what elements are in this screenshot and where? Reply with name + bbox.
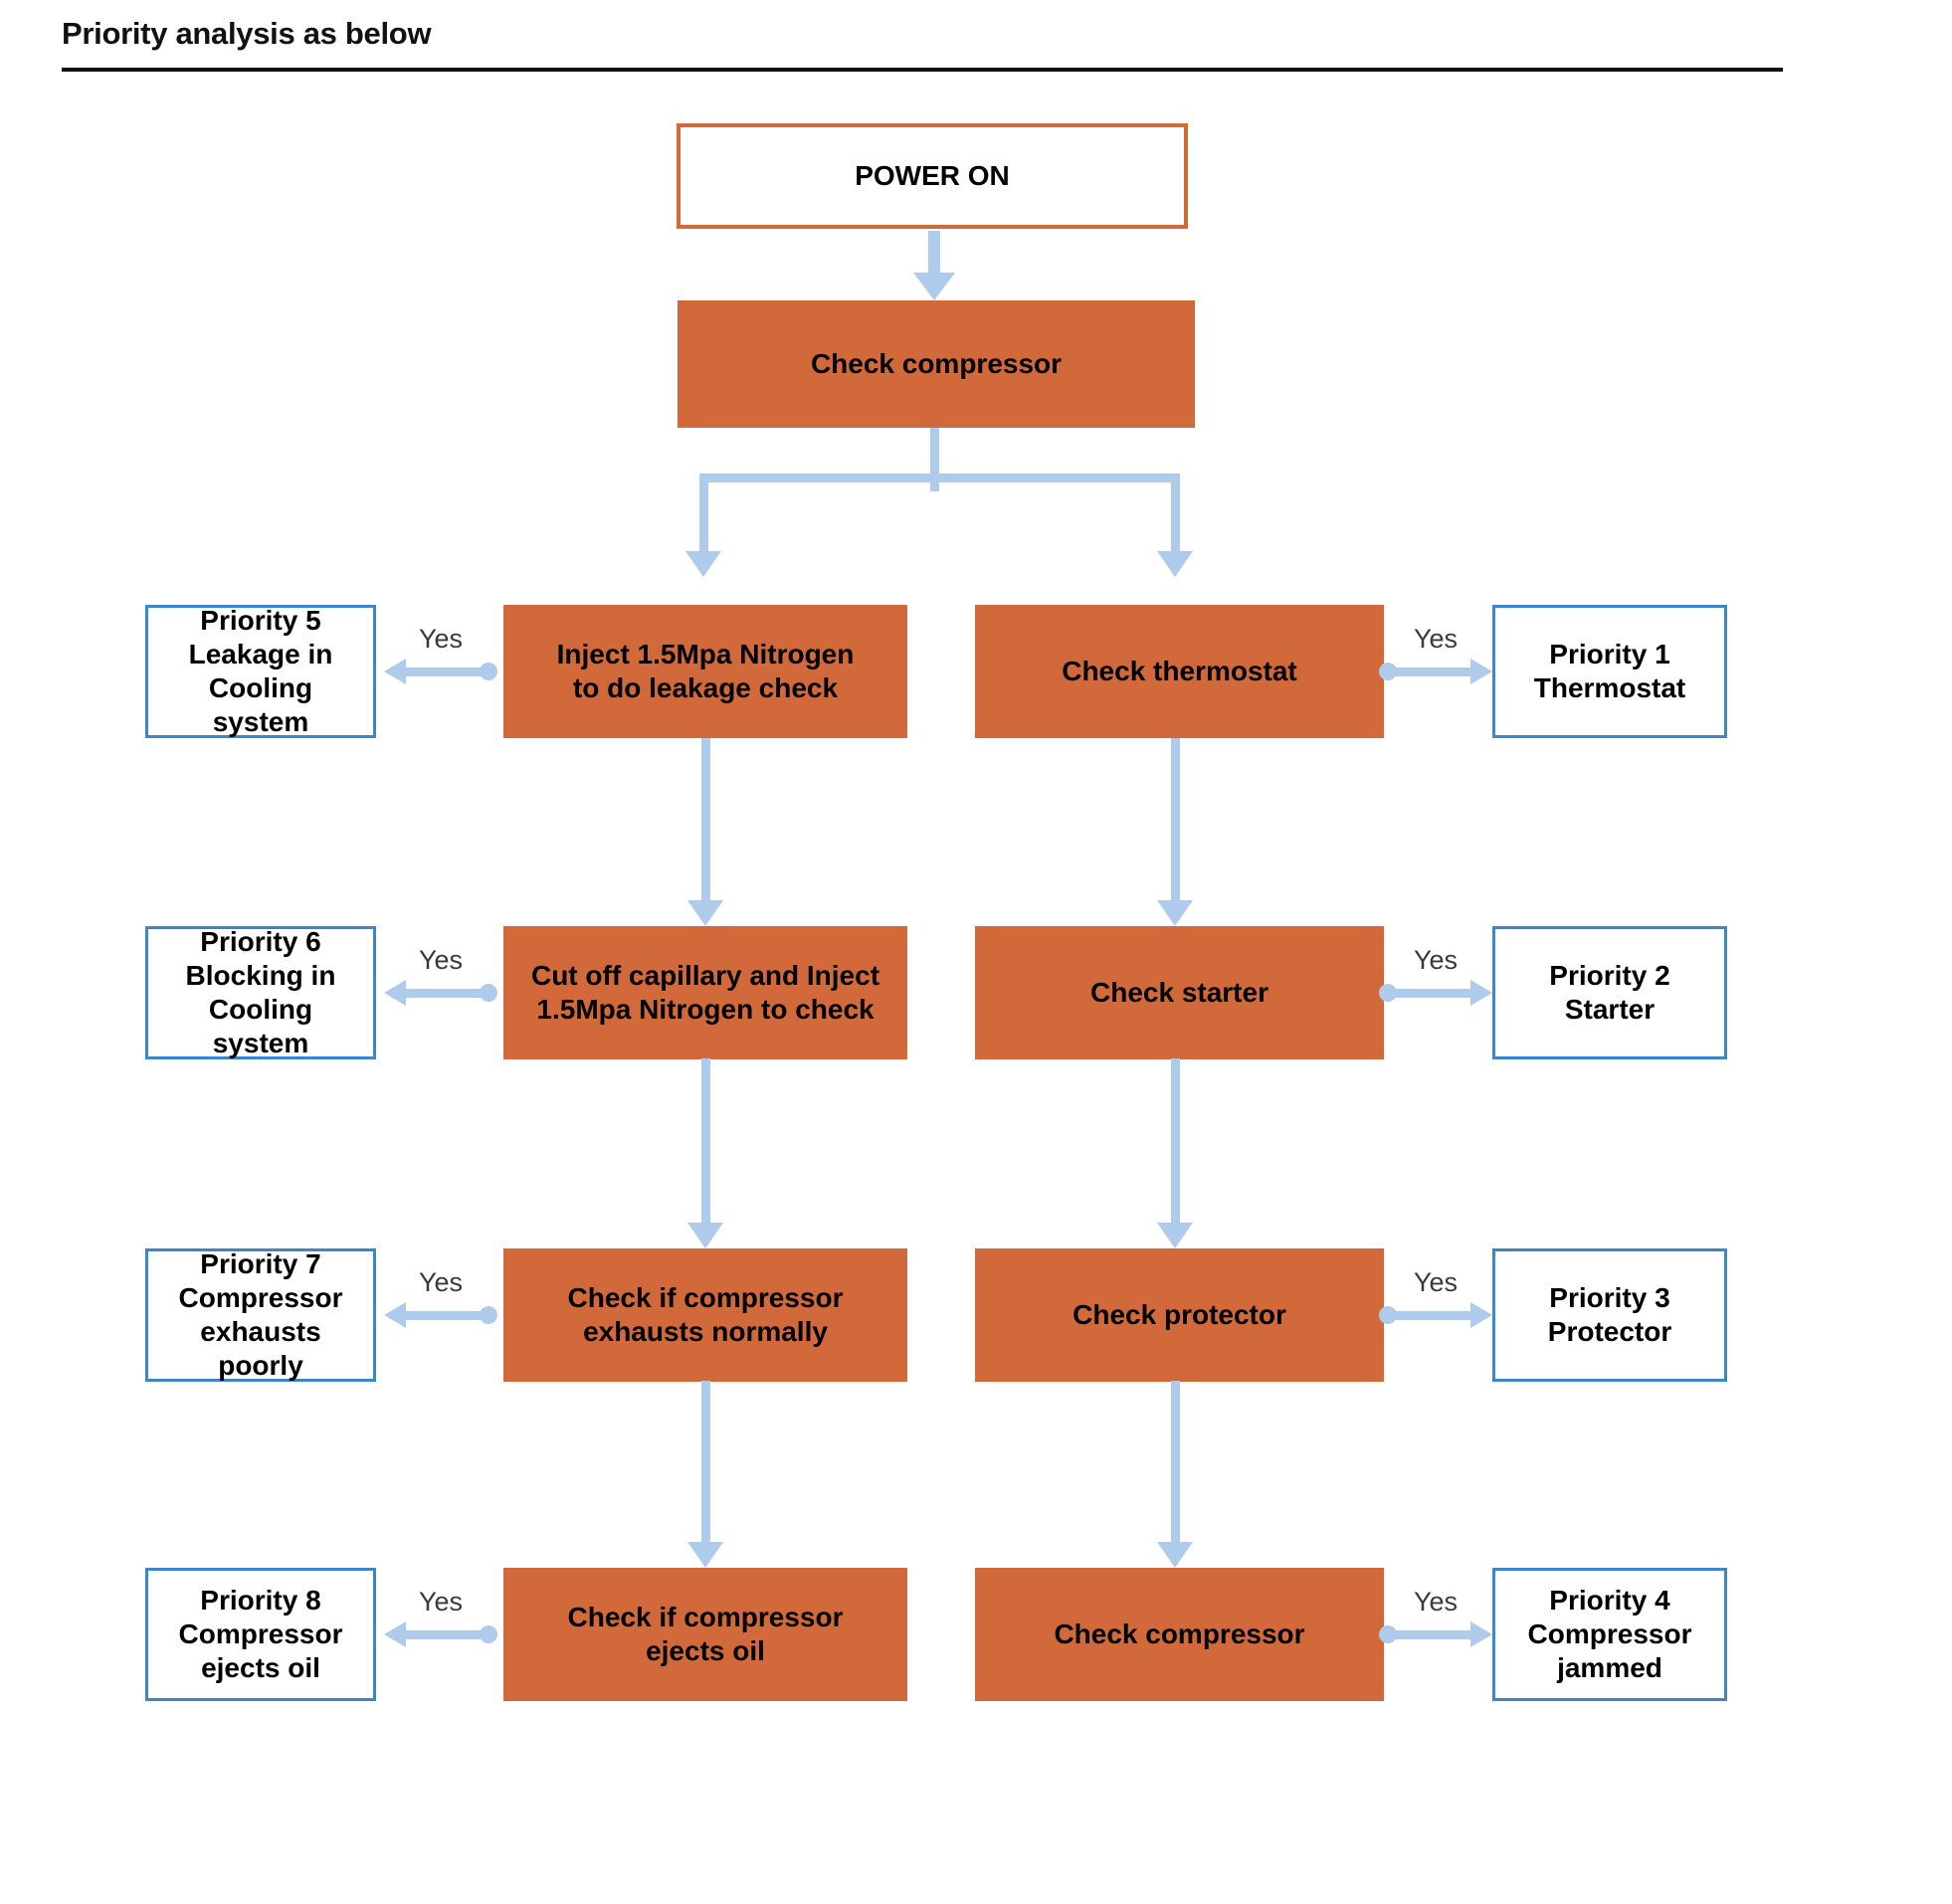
arrowhead-down-icon: [687, 1223, 723, 1248]
arrow-origin-dot: [480, 1625, 497, 1643]
arrow-stem: [1388, 667, 1470, 676]
action-node-check-starter: Check starter: [975, 926, 1384, 1059]
root-node-check-compressor: Check compressor: [678, 300, 1195, 428]
priority-node-1: Priority 1 Thermostat: [1492, 605, 1727, 738]
arrowhead-down-icon: [685, 551, 721, 577]
yes-label: Yes: [1413, 1267, 1459, 1297]
yes-arrow-left: Yes: [384, 1267, 497, 1328]
priority-node-7: Priority 7 Compressor exhausts poorly: [145, 1248, 376, 1382]
arrow-stem: [701, 738, 710, 902]
flow-row: Priority 8 Compressor ejects oil Yes Che…: [0, 1568, 1952, 1701]
arrow-stem: [1171, 1058, 1180, 1225]
branch-tail: [930, 482, 939, 491]
arrow-stem: [1388, 1630, 1470, 1639]
arrow-origin-dot: [480, 663, 497, 680]
start-node-power-on: POWER ON: [677, 123, 1188, 229]
action-node-leakage-check: Inject 1.5Mpa Nitrogen to do leakage che…: [503, 605, 907, 738]
yes-arrow-left: Yes: [384, 624, 497, 684]
arrowhead-left-icon: [384, 1621, 406, 1647]
action-node-check-compressor: Check compressor: [975, 1568, 1384, 1701]
action-node-check-protector: Check protector: [975, 1248, 1384, 1382]
arrowhead-down-icon: [1157, 900, 1193, 926]
flow-arrow-down: [687, 1381, 723, 1568]
arrow-stem: [1388, 1311, 1470, 1320]
branch-left-stem: [699, 480, 708, 551]
arrowhead-left-icon: [384, 659, 406, 684]
action-node-cut-capillary: Cut off capillary and Inject 1.5Mpa Nitr…: [503, 926, 907, 1059]
page-title: Priority analysis as below: [62, 16, 432, 51]
yes-arrow-right: Yes: [1379, 624, 1492, 684]
arrow-stem: [928, 231, 940, 275]
branch-stem: [930, 428, 939, 474]
arrowhead-right-icon: [1470, 659, 1492, 684]
yes-arrow-left: Yes: [384, 945, 497, 1006]
yes-label: Yes: [418, 624, 464, 654]
yes-arrow-left: Yes: [384, 1587, 497, 1647]
arrowhead-down-icon: [1157, 1223, 1193, 1248]
arrow-stem: [404, 667, 487, 676]
flow-arrow-down: [687, 738, 723, 926]
yes-label: Yes: [1413, 945, 1459, 975]
arrowhead-down-icon: [1157, 551, 1193, 577]
branch-right-stem: [1171, 480, 1180, 551]
yes-label: Yes: [418, 1267, 464, 1297]
yes-label: Yes: [1413, 624, 1459, 654]
arrow-stem: [701, 1381, 710, 1544]
priority-node-6: Priority 6 Blocking in Cooling system: [145, 926, 376, 1059]
arrow-stem: [1388, 989, 1470, 998]
priority-node-2: Priority 2 Starter: [1492, 926, 1727, 1059]
arrow-stem: [1171, 738, 1180, 902]
yes-arrow-right: Yes: [1379, 1587, 1492, 1647]
arrow-stem: [404, 989, 487, 998]
flow-row: Priority 7 Compressor exhausts poorly Ye…: [0, 1248, 1952, 1382]
action-node-check-exhaust: Check if compressor exhausts normally: [503, 1248, 907, 1382]
flow-arrow-down: [1157, 1058, 1193, 1248]
priority-node-4: Priority 4 Compressor jammed: [1492, 1568, 1727, 1701]
arrow-stem: [404, 1311, 487, 1320]
flow-arrow-down: [1157, 1381, 1193, 1568]
arrow-stem: [701, 1058, 710, 1225]
flow-row: Priority 5 Leakage in Cooling system Yes…: [0, 605, 1952, 738]
yes-label: Yes: [418, 945, 464, 975]
yes-label: Yes: [418, 1587, 464, 1617]
title-underline: [62, 68, 1783, 72]
arrowhead-right-icon: [1470, 1621, 1492, 1647]
arrowhead-down-icon: [687, 1542, 723, 1568]
priority-node-8: Priority 8 Compressor ejects oil: [145, 1568, 376, 1701]
arrow-origin-dot: [480, 1306, 497, 1324]
yes-label: Yes: [1413, 1587, 1459, 1617]
action-node-check-thermostat: Check thermostat: [975, 605, 1384, 738]
arrowhead-right-icon: [1470, 980, 1492, 1006]
flow-arrow-down: [687, 1058, 723, 1248]
yes-arrow-right: Yes: [1379, 1267, 1492, 1328]
flow-row: Priority 6 Blocking in Cooling system Ye…: [0, 926, 1952, 1059]
arrowhead-right-icon: [1470, 1302, 1492, 1328]
flow-arrow-start-to-root: [913, 231, 955, 300]
arrowhead-down-icon: [1157, 1542, 1193, 1568]
arrowhead-left-icon: [384, 1302, 406, 1328]
arrowhead-left-icon: [384, 980, 406, 1006]
priority-node-3: Priority 3 Protector: [1492, 1248, 1727, 1382]
branch-horizontal-line: [699, 474, 1180, 482]
action-node-check-oil: Check if compressor ejects oil: [503, 1568, 907, 1701]
yes-arrow-right: Yes: [1379, 945, 1492, 1006]
arrowhead-down-icon: [913, 273, 955, 300]
priority-node-5: Priority 5 Leakage in Cooling system: [145, 605, 376, 738]
arrowhead-down-icon: [687, 900, 723, 926]
flow-arrow-down: [1157, 738, 1193, 926]
arrow-stem: [1171, 1381, 1180, 1544]
arrow-origin-dot: [480, 984, 497, 1002]
arrow-stem: [404, 1630, 487, 1639]
